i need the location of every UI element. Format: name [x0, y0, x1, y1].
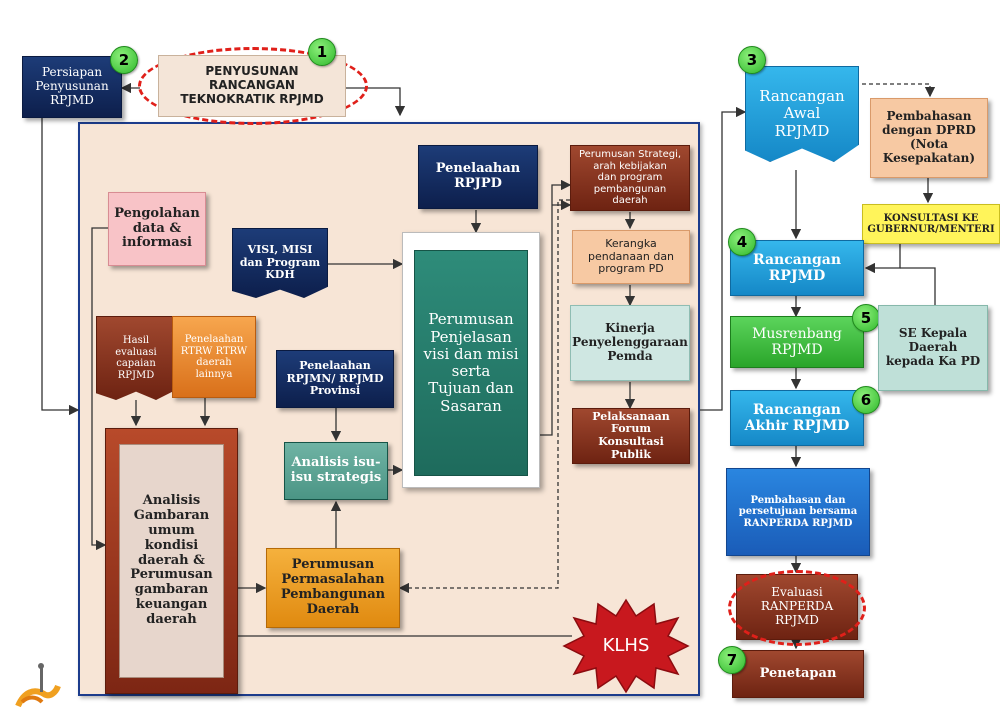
penetapan-box: Penetapan: [732, 650, 864, 698]
klhs-burst: KLHS: [562, 598, 690, 694]
penelaahan-rpjpd-box: Penelaahan RPJPD: [418, 145, 538, 209]
rancangan-akhir-box: Rancangan Akhir RPJMD: [730, 390, 864, 446]
step-badge-4: 4: [728, 228, 756, 256]
penelaahan-rtrw-box: Penelaahan RTRW RTRW daerah lainnya: [172, 316, 256, 398]
rancangan-awal-box: Rancangan Awal RPJMD: [745, 66, 859, 162]
musrenbang-box: Musrenbang RPJMD: [730, 316, 864, 368]
konsultasi-box: KONSULTASI KE GUBERNUR/MENTERI: [862, 204, 1000, 244]
kerangka-pendanaan-box: Kerangka pendanaan dan program PD: [572, 230, 690, 284]
persiapan-box: Persiapan Penyusunan RPJMD: [22, 56, 122, 118]
visi-misi-box: VISI, MISI dan Program KDH: [232, 228, 328, 298]
pelaksanaan-forum-box: Pelaksanaan Forum Konsultasi Publik: [572, 408, 690, 464]
klhs-label: KLHS: [602, 634, 650, 656]
step-badge-3: 3: [738, 46, 766, 74]
pembahasan-persetujuan-box: Pembahasan dan persetujuan bersama RANPE…: [726, 468, 870, 556]
logo-icon: [14, 662, 62, 708]
analisis-isu-box: Analisis isu- isu strategis: [284, 442, 388, 500]
step1-highlight-ellipse: [138, 47, 368, 125]
penyusunan-rancangan-box: PENYUSUNAN RANCANGAN TEKNOKRATIK RPJMD: [158, 55, 346, 117]
perumusan-penjelasan-box: Perumusan Penjelasan visi dan misi serta…: [414, 250, 528, 476]
step-badge-2: 2: [110, 46, 138, 74]
pembahasan-dprd-box: Pembahasan dengan DPRD (Nota Kesepakatan…: [870, 98, 988, 178]
rancangan-rpjmd-box: Rancangan RPJMD: [730, 240, 864, 296]
perumusan-permasalahan-box: Perumusan Permasalahan Pembangunan Daera…: [266, 548, 400, 628]
penelaahan-rpjmn-box: Penelaahan RPJMN/ RPJMD Provinsi: [276, 350, 394, 408]
step7-highlight-ellipse: [728, 570, 866, 646]
perumusan-strategi-box: Perumusan Strategi, arah kebijakan dan p…: [570, 145, 690, 211]
kinerja-box: Kinerja Penyelenggaraan Pemda: [570, 305, 690, 381]
hasil-evaluasi-box: Hasil evaluasi capaian RPJMD: [96, 316, 176, 400]
pengolahan-data-box: Pengolahan data & informasi: [108, 192, 206, 266]
step-badge-7: 7: [718, 646, 746, 674]
step-badge-1: 1: [308, 38, 336, 66]
analisis-gambaran-box: Analisis Gambaran umum kondisi daerah & …: [119, 444, 224, 678]
klhs-star-shape: [562, 598, 690, 694]
se-kepala-box: SE Kepala Daerah kepada Ka PD: [878, 305, 988, 391]
step-badge-6: 6: [852, 386, 880, 414]
step-badge-5: 5: [852, 304, 880, 332]
